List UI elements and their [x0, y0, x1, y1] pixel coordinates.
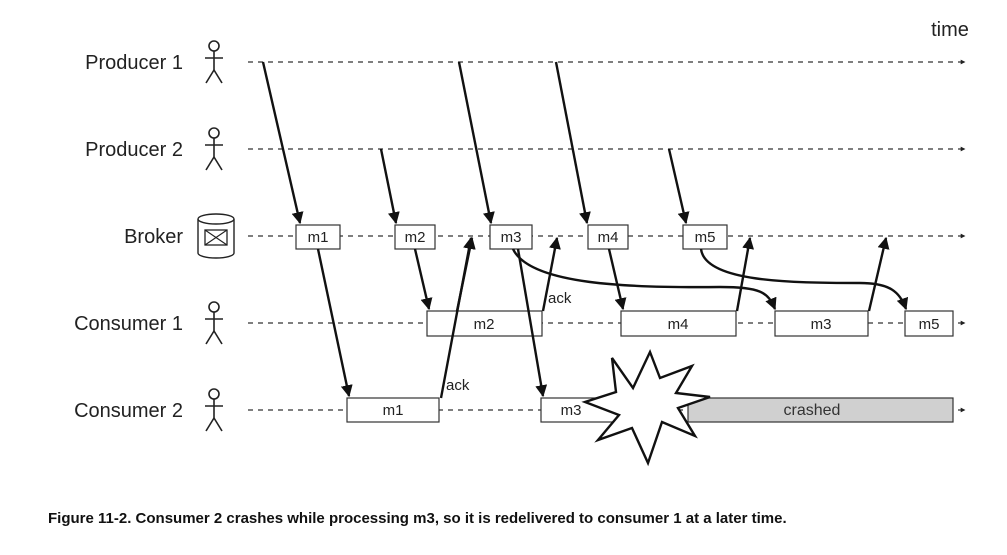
- broker-message-m4-label: m4: [598, 229, 619, 246]
- consumer-1-processing-m4: [620, 310, 737, 337]
- arrow-p1-m1: [261, 61, 304, 225]
- consumer-2-processing-m3-label: m3: [561, 402, 582, 419]
- consumer-1-label: Consumer 1: [74, 313, 183, 335]
- broker-message-m1: [295, 224, 341, 250]
- consumer-1-processing-m3-label: m3: [811, 316, 832, 333]
- arrow-p2-m2: [379, 148, 400, 225]
- consumer-2-processing-m1: [346, 397, 440, 423]
- arrow-ack-m2: [455, 236, 476, 312]
- arrow-m3-consumer-2: [516, 248, 548, 398]
- arrow-m4-consumer-1: [607, 248, 627, 311]
- arrow-m5-consumer-1: [699, 248, 909, 311]
- broker-message-m3: [489, 224, 533, 250]
- consumer-1-processing-m3: [774, 310, 869, 337]
- figure-caption: Figure 11-2. Consumer 2 crashes while pr…: [48, 510, 787, 527]
- consumer-1-processing-m4-label: m4: [668, 316, 689, 333]
- arrow-p1-m3: [457, 61, 495, 225]
- consumer-1-processing-m2-label: m2: [474, 316, 495, 333]
- broker-message-m2-label: m2: [405, 229, 426, 246]
- time-axis-label: time: [931, 19, 969, 41]
- broker-label: Broker: [124, 226, 183, 248]
- broker-message-m4: [587, 224, 629, 250]
- arrow-m2-consumer-1: [413, 248, 433, 311]
- arrow-p2-m5: [667, 148, 690, 225]
- ack-label-consumer-1: ack: [548, 290, 572, 307]
- consumer-1-stick-figure-icon: [205, 301, 223, 345]
- broker-mailbox-icon: [197, 213, 235, 259]
- arrow-m1-consumer-2: [316, 248, 353, 398]
- producer-2-label: Producer 2: [85, 139, 183, 161]
- ack-label-consumer-2: ack: [446, 377, 470, 394]
- arrow-ack-m4: [735, 236, 755, 312]
- consumer-2-label: Consumer 2: [74, 400, 183, 422]
- producer-2-stick-figure-icon: [205, 127, 223, 171]
- broker-message-m2: [394, 224, 436, 250]
- consumer-2-processing-m1-label: m1: [383, 402, 404, 419]
- crashed-label: crashed: [784, 402, 841, 419]
- consumer-1-processing-m2: [426, 310, 543, 337]
- producer-1-stick-figure-icon: [205, 40, 223, 84]
- arrow-m3-redelivery-consumer-1: [511, 248, 777, 311]
- broker-message-m1-label: m1: [308, 229, 329, 246]
- arrow-ack-m3-redelivered: [867, 236, 890, 312]
- crash-explosion-icon: [581, 348, 711, 467]
- consumer-1-processing-m5: [904, 310, 954, 337]
- broker-message-m5: [682, 224, 728, 250]
- message-flow-diagram: time Producer 1 Producer 2 Broker Consum…: [74, 19, 969, 467]
- consumer-2-stick-figure-icon: [205, 388, 223, 432]
- producer-1-label: Producer 1: [85, 52, 183, 74]
- broker-message-m5-label: m5: [695, 229, 716, 246]
- arrow-p1-m4: [554, 61, 591, 225]
- crashed-bar: [687, 397, 954, 423]
- broker-message-m3-label: m3: [501, 229, 522, 246]
- consumer-1-processing-m5-label: m5: [919, 316, 940, 333]
- message-arrows: [261, 61, 909, 399]
